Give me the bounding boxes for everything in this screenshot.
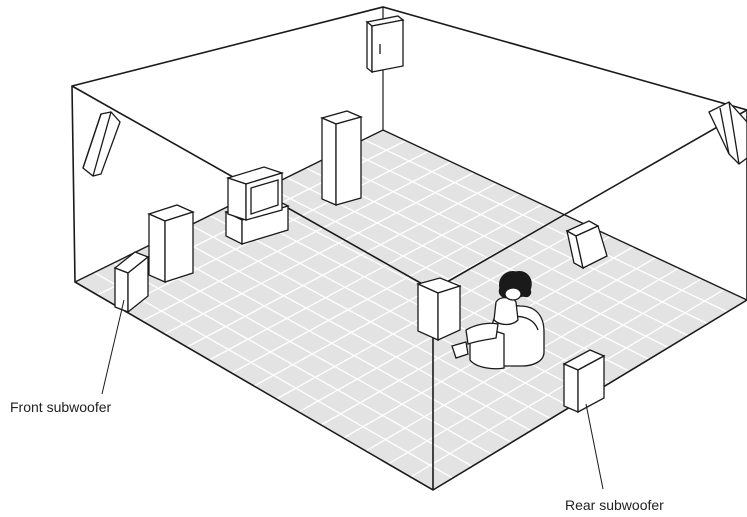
speaker-icon	[147, 204, 195, 283]
subwoofer-icon	[562, 349, 606, 414]
listener-icon	[451, 271, 532, 359]
ceiling-speaker-center	[365, 15, 405, 74]
rear-center-speaker	[416, 277, 462, 342]
room-floor	[75, 130, 747, 490]
speaker-icon	[565, 220, 608, 270]
rear-subwoofer	[562, 349, 606, 414]
speaker-icon	[365, 15, 405, 74]
subwoofer-icon	[113, 251, 150, 314]
front-subwoofer-leader	[101, 299, 125, 395]
right-surround-speaker	[565, 220, 608, 270]
rear-subwoofer-label: Rear subwoofer	[565, 497, 664, 513]
wall-speaker-right	[708, 101, 747, 165]
front-subwoofer-label: Front subwoofer	[10, 399, 112, 415]
speaker-icon	[320, 110, 363, 206]
center-back-speaker	[320, 110, 363, 206]
speaker-icon	[82, 111, 121, 177]
front-left-speaker	[147, 204, 195, 283]
speaker-icon	[416, 277, 462, 342]
wall-speaker-left	[82, 111, 121, 177]
rear-subwoofer-leader	[585, 403, 604, 490]
front-subwoofer	[113, 251, 150, 314]
speaker-icon	[708, 101, 747, 165]
tv-icon	[224, 166, 290, 246]
